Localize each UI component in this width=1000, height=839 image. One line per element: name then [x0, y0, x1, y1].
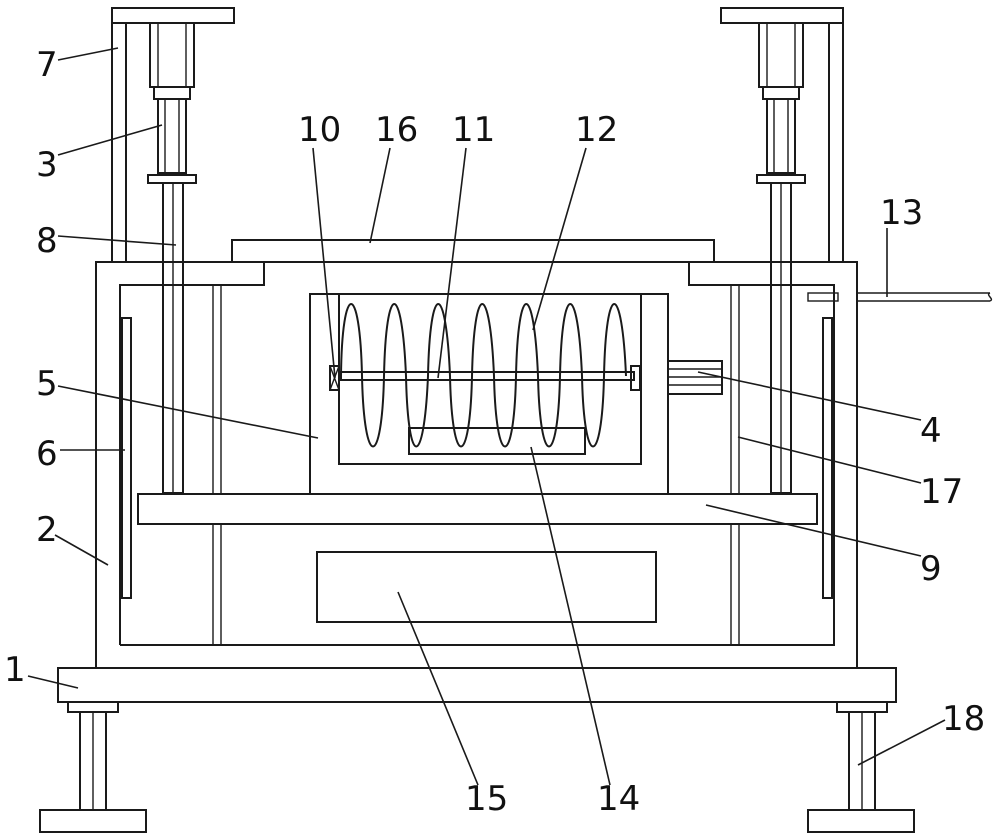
left-inner-rail: [212, 284, 222, 646]
leader-11: [437, 147, 467, 379]
leader-3: [57, 124, 163, 156]
top-cover: [231, 239, 715, 263]
label-18: 18: [942, 699, 985, 739]
reference-numerals: 7 3 8 5 6 2 1 10 16 11 12 13 4 17 9 18 1…: [4, 45, 985, 819]
right-piston-rod: [766, 98, 796, 174]
label-16: 16: [375, 110, 418, 150]
label-4: 4: [920, 411, 942, 451]
right-column-top-plate: [720, 7, 844, 24]
leader-8: [57, 235, 177, 246]
label-9: 9: [920, 549, 942, 589]
left-leg-cap: [67, 701, 119, 713]
leader-17: [737, 436, 922, 484]
right-leg-cap: [836, 701, 888, 713]
label-13: 13: [880, 193, 923, 233]
helical-stirring-blade: [340, 303, 627, 448]
inner-wall-left: [119, 262, 265, 645]
leader-16: [369, 147, 391, 244]
left-cylinder-assembly: [147, 22, 197, 494]
left-foot-plate: [39, 809, 147, 833]
leader-9: [705, 504, 922, 557]
heating-plate: [408, 427, 586, 455]
outlet-pipe: [807, 292, 993, 302]
left-rod-clamp: [147, 174, 197, 184]
leader-10: [312, 147, 336, 379]
label-14: 14: [597, 779, 640, 819]
base-plate: [57, 667, 897, 703]
control-box: [316, 551, 657, 623]
label-2: 2: [36, 510, 58, 550]
label-11: 11: [452, 110, 495, 150]
left-cylinder-collar: [153, 86, 191, 100]
stirring-shaft-assembly: [329, 365, 641, 391]
right-bearing: [630, 365, 641, 391]
label-3: 3: [36, 145, 58, 185]
left-cylinder-body: [149, 22, 195, 88]
label-1: 1: [4, 650, 26, 690]
leader-lines: [27, 47, 946, 786]
right-foot-plate: [807, 809, 915, 833]
left-piston-rod: [157, 98, 187, 174]
label-10: 10: [298, 110, 341, 150]
left-column-top-plate: [111, 7, 235, 24]
leader-18: [857, 719, 946, 766]
label-7: 7: [36, 45, 58, 85]
leader-14: [530, 446, 611, 786]
pipe-break-mark: [987, 292, 993, 302]
leader-2: [54, 534, 109, 566]
lifting-plate: [137, 493, 818, 525]
support-legs: [39, 701, 915, 833]
label-15: 15: [465, 779, 508, 819]
label-5: 5: [36, 364, 58, 404]
right-inner-rail: [730, 284, 740, 646]
leader-15: [397, 591, 479, 786]
right-rod-clamp: [756, 174, 806, 184]
left-slide-slot: [121, 317, 132, 599]
leader-7: [57, 47, 119, 61]
leader-4: [697, 371, 922, 421]
leader-12: [532, 147, 587, 331]
label-17: 17: [920, 472, 963, 512]
pipe-inner-stub: [807, 292, 839, 302]
right-cylinder-assembly: [756, 22, 806, 494]
leader-1: [27, 675, 79, 689]
inner-wall-right: [120, 262, 835, 646]
leader-5: [57, 385, 319, 439]
right-cylinder-collar: [762, 86, 800, 100]
right-cylinder-body: [758, 22, 804, 88]
motor: [667, 360, 723, 395]
label-8: 8: [36, 221, 58, 261]
label-12: 12: [575, 110, 618, 150]
label-6: 6: [36, 434, 58, 474]
